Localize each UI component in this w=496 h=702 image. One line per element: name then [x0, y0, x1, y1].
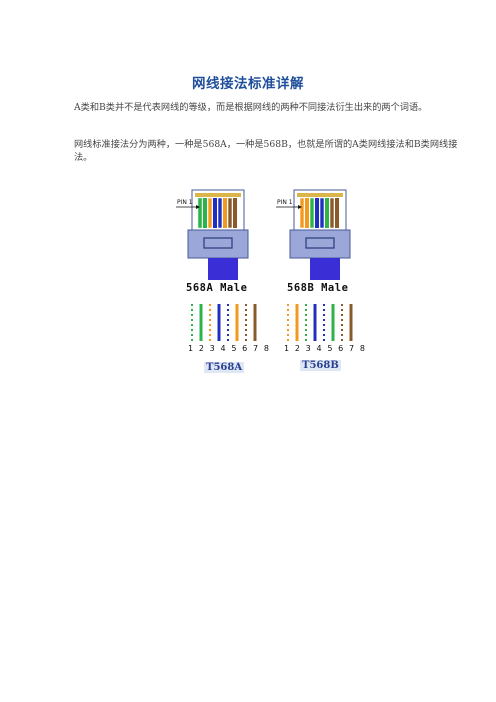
plug-568b	[289, 189, 351, 280]
paragraph-2: 网线标准接法分为两种，一种是568A，一种是568B，也就是所谓的A类网线接法和…	[74, 139, 458, 163]
pinout-t568a	[191, 304, 257, 341]
plug-568a	[187, 189, 249, 280]
plug-568a-wires	[197, 197, 237, 229]
pin-numbers-left: 1 2 3 4 5 6 7 8	[188, 344, 271, 353]
plug-568b-wires	[299, 197, 339, 229]
pin-numbers-right: 1 2 3 4 5 6 7 8	[284, 344, 367, 353]
standard-label-t568b: T568B	[300, 360, 341, 371]
pin-label-right: PIN 1	[277, 199, 293, 206]
page-title: 网线接法标准详解	[192, 76, 304, 92]
standard-label-t568a: T568A	[204, 362, 245, 373]
rj45-wiring-diagram	[176, 189, 353, 341]
pin-label-left: PIN 1	[177, 199, 193, 206]
pinout-t568b	[287, 304, 353, 341]
caption-568a-male: 568A Male	[186, 282, 248, 294]
rj45-wiring-figure: PIN 1 PIN 1 568A Male 568B Male 1 2 3 4 …	[176, 186, 368, 382]
paragraph-1: A类和B类并不是代表网线的等级，而是根据网线的两种不同接法衍生出来的两个词语。	[74, 102, 428, 113]
caption-568b-male: 568B Male	[287, 282, 349, 294]
